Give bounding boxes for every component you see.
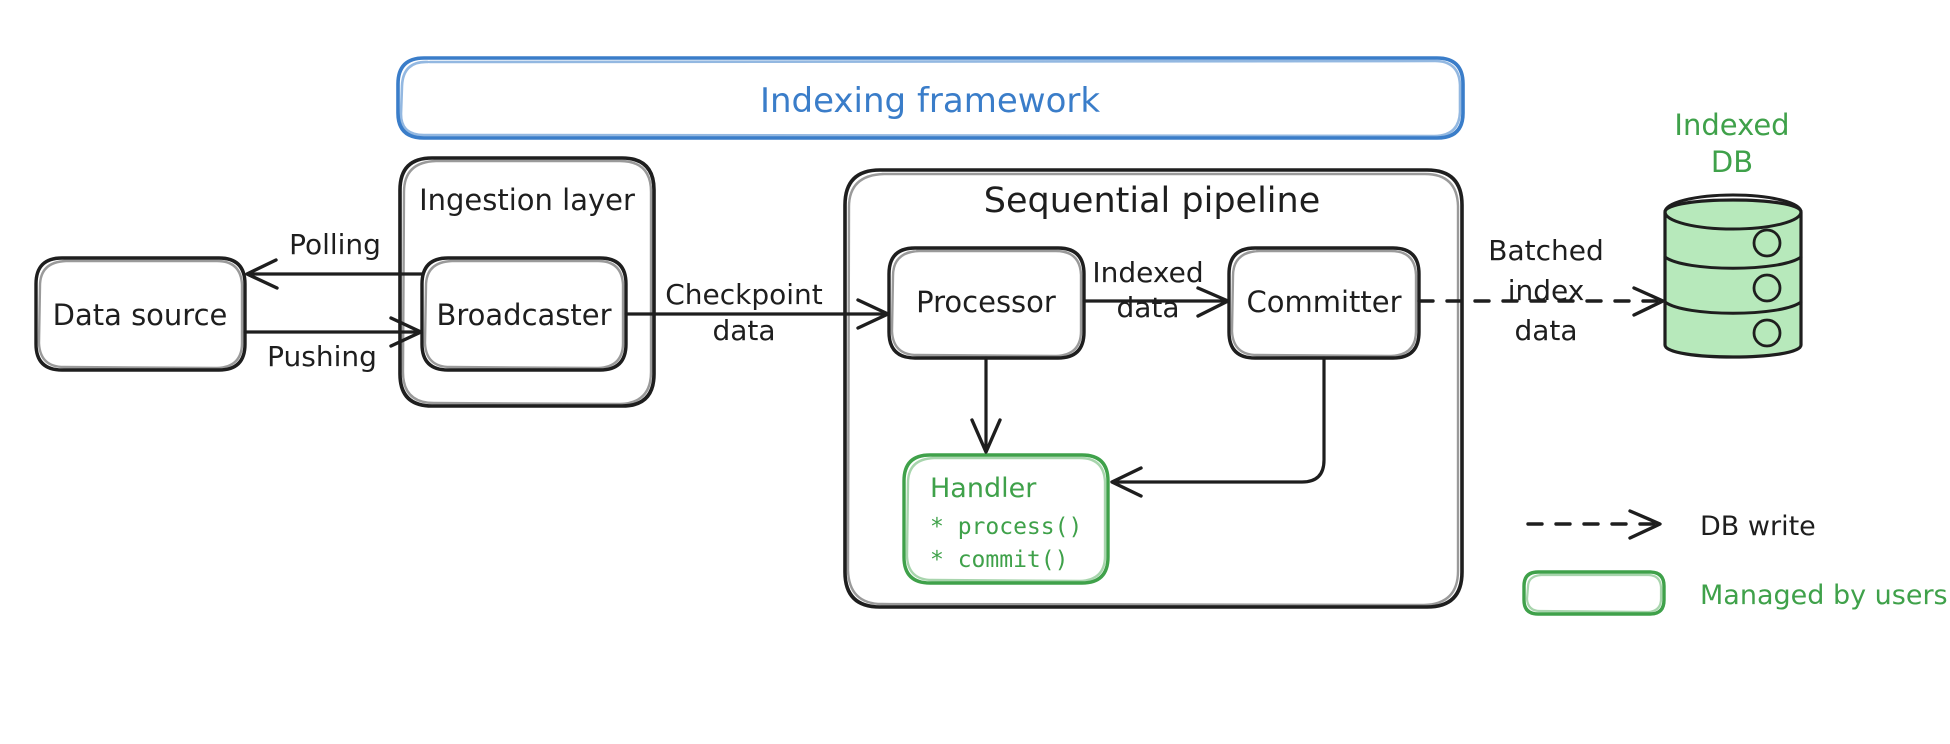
committer-to-handler-line (1114, 356, 1326, 484)
checkpoint-data-label-line2: data (712, 314, 775, 347)
processor-to-handler-arrowhead (970, 418, 1002, 454)
db-divider-2 (1663, 300, 1803, 315)
sequential-pipeline-label: Sequential pipeline (984, 181, 1320, 221)
legend-db-write-label: DB write (1700, 511, 1816, 542)
indexed-data-label-line1: Indexed (1092, 256, 1203, 289)
legend-green-rect-sketch-overlay (1525, 573, 1663, 614)
legend-dashed-arrowhead (1628, 509, 1662, 540)
ingestion-layer-container[interactable]: Ingestion layer (398, 156, 656, 408)
legend: DB write Managed by users (1522, 509, 1948, 616)
batched-label-mask-1 (1489, 238, 1607, 268)
handler-label: Handler (930, 473, 1037, 504)
db-cylinder-top-ellipse (1663, 193, 1803, 231)
sequential-pipeline-container[interactable]: Sequential pipeline (843, 168, 1464, 609)
db-indicator-dot-3 (1752, 318, 1782, 348)
edge-polling[interactable]: Polling (245, 228, 424, 290)
data-source-outline (34, 256, 247, 372)
framework-banner[interactable]: Indexing framework (396, 56, 1465, 140)
sequential-pipeline-outline (843, 168, 1464, 609)
framework-banner-outline (396, 56, 1465, 140)
committer-label: Committer (1246, 285, 1401, 319)
handler-method-process: * process() (930, 514, 1082, 540)
polling-label: Polling (289, 228, 381, 261)
ingestion-layer-label: Ingestion layer (419, 183, 635, 217)
committer-sketch-overlay (1230, 249, 1418, 358)
edge-checkpoint-data[interactable]: Checkpoint data (624, 278, 890, 347)
ingestion-layer-sketch-overlay (401, 159, 653, 406)
node-committer[interactable]: Committer (1227, 246, 1421, 360)
indexed-data-label-line2: data (1116, 291, 1179, 324)
edge-committer-to-handler[interactable] (1110, 356, 1326, 498)
indexed-db-label-line2: DB (1711, 145, 1753, 179)
processor-label: Processor (916, 285, 1056, 319)
framework-banner-sketch-overlay (399, 59, 1462, 138)
handler-outline (902, 453, 1110, 585)
data-source-label: Data source (53, 298, 228, 332)
processor-sketch-overlay (890, 249, 1083, 358)
checkpoint-data-label-line1: Checkpoint (665, 278, 823, 311)
handler-method-commit: * commit() (930, 547, 1068, 573)
broadcaster-label: Broadcaster (436, 298, 611, 332)
node-data-source[interactable]: Data source (34, 256, 247, 372)
batched-index-data-label-line3-top: data (1514, 314, 1577, 347)
committer-outline (1227, 246, 1421, 360)
legend-green-rect (1522, 570, 1666, 616)
checkpoint-data-arrowhead (856, 298, 890, 330)
db-cylinder-body (1663, 198, 1803, 359)
ingestion-layer-outline (398, 156, 656, 408)
legend-managed-by-users-label: Managed by users (1700, 580, 1948, 611)
indexed-db-label-line1: Indexed (1674, 108, 1789, 142)
polling-arrowhead (245, 258, 279, 290)
handler-sketch-overlay (905, 456, 1107, 583)
committer-to-handler-arrowhead (1110, 466, 1143, 498)
sequential-pipeline-sketch-overlay (846, 172, 1460, 607)
node-broadcaster[interactable]: Broadcaster (420, 256, 628, 372)
edge-indexed-data[interactable]: Indexed data (1082, 256, 1230, 324)
legend-item-db-write[interactable]: DB write (1526, 509, 1816, 542)
pushing-label: Pushing (267, 340, 377, 373)
db-indicator-dot-2 (1752, 273, 1782, 303)
node-processor[interactable]: Processor (887, 246, 1086, 360)
indexed-data-arrowhead (1196, 286, 1230, 318)
edge-processor-to-handler[interactable] (970, 356, 1002, 454)
data-source-sketch-overlay (37, 259, 244, 370)
db-divider-1 (1663, 255, 1803, 270)
node-handler[interactable]: Handler * process() * commit() (902, 453, 1110, 585)
edge-batched-index-data[interactable]: Batched index data Batched data (1417, 234, 1665, 348)
batched-index-data-label-line1-top: Batched (1488, 234, 1604, 267)
processor-outline (887, 246, 1086, 360)
pushing-arrowhead (389, 316, 423, 348)
broadcaster-sketch-overlay (423, 259, 625, 370)
batched-index-data-arrowhead (1632, 286, 1665, 317)
db-indicator-dot-1 (1752, 228, 1782, 258)
node-indexed-db[interactable]: Indexed DB (1663, 108, 1803, 359)
edge-pushing[interactable]: Pushing (243, 316, 423, 373)
batched-label-mask-3 (1497, 318, 1597, 348)
legend-item-managed-by-users[interactable]: Managed by users (1522, 570, 1948, 616)
framework-banner-label: Indexing framework (760, 81, 1100, 121)
batched-index-data-label-line2: index (1508, 274, 1585, 307)
